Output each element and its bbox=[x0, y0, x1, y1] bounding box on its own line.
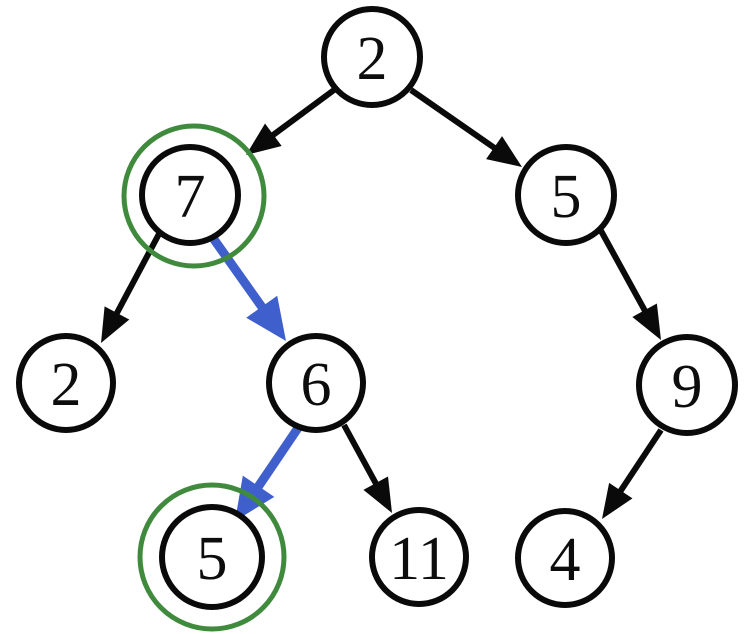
nodes-layer: 2 7 5 2 6 9 5 11 4 bbox=[16, 6, 738, 632]
edge-shaft bbox=[597, 227, 650, 317]
tree-edge-n6-to-n11 bbox=[341, 423, 392, 513]
node-circle[interactable] bbox=[515, 508, 615, 608]
tree-node-n7[interactable]: 7 bbox=[121, 123, 267, 269]
node-label: 11 bbox=[389, 525, 449, 593]
edge-arrowhead-icon bbox=[246, 123, 282, 155]
edge-shaft bbox=[341, 423, 381, 490]
node-circle[interactable] bbox=[16, 333, 116, 433]
edge-arrowhead-icon bbox=[101, 306, 130, 343]
tree-node-n6[interactable]: 6 bbox=[266, 333, 366, 433]
node-label: 4 bbox=[550, 526, 581, 594]
edge-shaft bbox=[267, 87, 336, 141]
node-label: 6 bbox=[301, 351, 332, 419]
node-circle[interactable] bbox=[636, 334, 738, 436]
node-circle[interactable] bbox=[321, 6, 423, 108]
tree-node-n5right[interactable]: 5 bbox=[515, 144, 617, 246]
node-label: 5 bbox=[551, 163, 582, 231]
tree-edge-n9-to-n4 bbox=[602, 428, 664, 519]
node-highlight-ring bbox=[121, 123, 267, 269]
tree-node-n11[interactable]: 11 bbox=[369, 507, 469, 607]
node-highlight-ring bbox=[137, 482, 287, 632]
node-circle[interactable] bbox=[369, 507, 469, 607]
edge-arrowhead-icon bbox=[246, 295, 286, 341]
tree-edge-n7-to-n6 bbox=[209, 235, 286, 341]
edge-arrowhead-icon bbox=[632, 303, 661, 340]
node-circle[interactable] bbox=[266, 333, 366, 433]
node-circle[interactable] bbox=[159, 504, 265, 610]
edge-arrowhead-icon bbox=[486, 136, 522, 167]
node-label: 9 bbox=[672, 353, 703, 421]
node-label: 7 bbox=[175, 163, 206, 231]
tree-node-n4[interactable]: 4 bbox=[515, 508, 615, 608]
edge-arrowhead-icon bbox=[602, 482, 633, 519]
edge-shaft bbox=[209, 235, 270, 315]
tree-node-n9[interactable]: 9 bbox=[636, 334, 738, 436]
tree-node-n5bottom[interactable]: 5 bbox=[137, 482, 287, 632]
edge-shaft bbox=[615, 428, 664, 497]
node-circle[interactable] bbox=[515, 144, 617, 246]
tree-edge-root-to-n7 bbox=[246, 87, 336, 155]
node-circle[interactable] bbox=[139, 144, 241, 246]
tree-node-root[interactable]: 2 bbox=[321, 6, 423, 108]
tree-edge-n5right-to-n9 bbox=[597, 227, 661, 340]
tree-edge-n7-to-n2leaf bbox=[101, 230, 163, 343]
tree-node-n2leaf[interactable]: 2 bbox=[16, 333, 116, 433]
edge-arrowhead-icon bbox=[363, 476, 392, 513]
node-label: 5 bbox=[197, 525, 228, 593]
edge-shaft bbox=[251, 425, 302, 494]
edge-shaft bbox=[111, 230, 163, 319]
tree-edge-root-to-n5right bbox=[409, 87, 522, 167]
node-label: 2 bbox=[51, 351, 82, 419]
edge-shaft bbox=[409, 87, 500, 153]
node-label: 2 bbox=[357, 25, 388, 93]
